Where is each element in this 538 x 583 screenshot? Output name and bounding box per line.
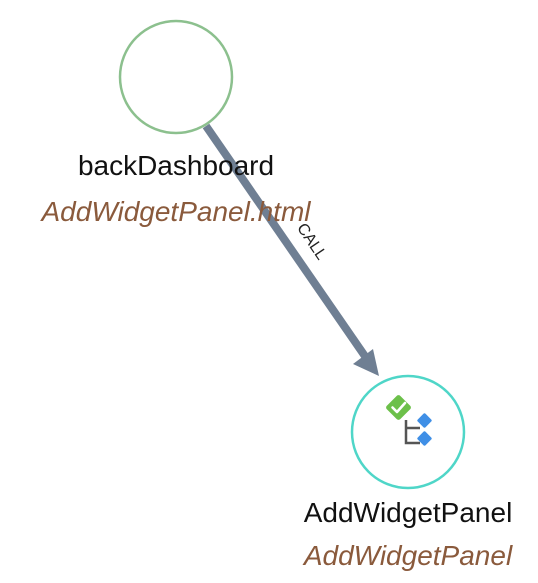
component-check-icon [386,395,432,446]
node-backDashboard[interactable] [118,19,234,135]
node-backDashboard-name: backDashboard [77,150,275,181]
edge-call-arrowhead [353,349,379,376]
node-AddWidgetPanel-file: AddWidgetPanel [303,540,513,571]
node-backDashboard-file: AddWidgetPanel.html [41,196,311,227]
node-AddWidgetPanel[interactable] [350,374,466,490]
edge-call-line[interactable] [202,123,373,365]
node-backDashboard-circle[interactable] [118,19,234,135]
edge-call[interactable] [202,123,379,376]
node-AddWidgetPanel-name: AddWidgetPanel [303,497,513,528]
node-AddWidgetPanel-circle[interactable] [350,374,466,490]
